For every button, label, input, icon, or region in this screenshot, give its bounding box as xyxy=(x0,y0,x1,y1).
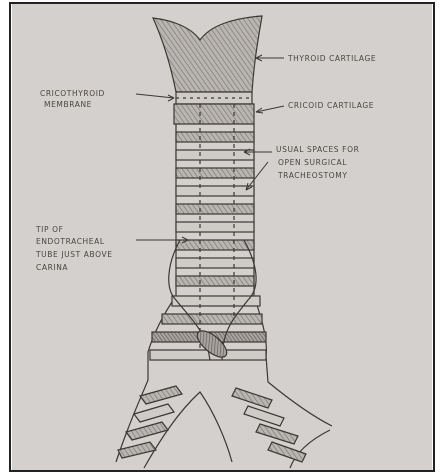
cricoid-cartilage-shape xyxy=(174,104,254,124)
label-cricoid-cartilage: CRICOID CARTILAGE xyxy=(288,101,374,110)
label-cricothyroid-line2: MEMBRANE xyxy=(44,100,92,109)
label-usual-spaces-line1: USUAL SPACES FOR xyxy=(276,145,359,154)
label-tip-line3: TUBE JUST ABOVE xyxy=(35,250,113,259)
label-tip-line4: CARINA xyxy=(36,263,68,272)
label-thyroid-cartilage: THYROID CARTILAGE xyxy=(287,54,376,63)
label-usual-spaces-line2: OPEN SURGICAL xyxy=(278,158,347,167)
label-tip-line1: TIP OF xyxy=(35,225,64,234)
label-cricothyroid-line1: CRICOTHYROID xyxy=(40,89,105,98)
label-tip-line2: ENDOTRACHEAL xyxy=(36,237,105,246)
label-usual-spaces-line3: TRACHEOSTOMY xyxy=(277,171,348,180)
